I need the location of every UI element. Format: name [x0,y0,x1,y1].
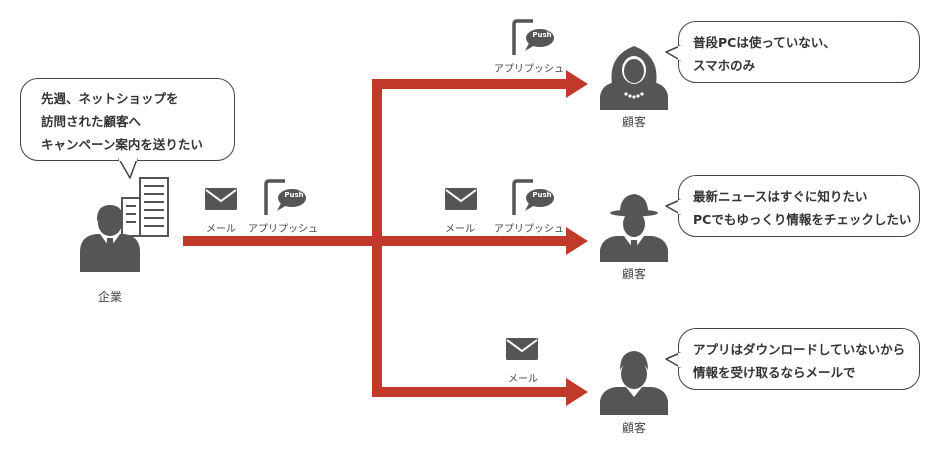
arrowhead-middle [566,227,588,255]
mail-label: メール [508,374,538,385]
man-with-hat-customer-icon [600,194,668,262]
customer-label: 顧客 [622,421,647,435]
bubble-text-line: 最新ニュースはすぐに知りたい [693,189,868,204]
customer3-speech-bubble: アプリはダウンロードしていないから 情報を受け取るならメールで [678,328,920,390]
branch-line-bottom [372,387,568,397]
main-trunk-line [183,236,377,246]
bubble-tail [665,45,681,61]
push-badge-text: Push [532,191,552,199]
flow-arrows [183,70,588,406]
bubble-text-line: スマホのみ [693,58,756,73]
bubble-tail [118,158,138,179]
branch-line-middle [372,236,568,246]
push-badge-text: Push [532,31,552,39]
app-push-label: アプリプッシュ [248,224,318,235]
branch-line-top [372,79,568,89]
mail-icon [505,337,539,361]
businessman-icon [80,205,140,272]
customer1-speech-bubble: 普段PCは使っていない、 スマホのみ [678,21,920,83]
bubble-text-line: アプリはダウンロードしていないから [693,342,906,357]
bubble-text-line: 普段PCは使っていない、 [693,35,836,50]
bubble-text-line: キャンペーン案内を送りたい [41,137,203,152]
bubble-tail [665,352,681,368]
bubble-text-line: 先週、ネットショップを [41,91,179,106]
arrowhead-bottom [566,378,588,406]
bubble-text-line: 情報を受け取るならメールで [693,365,856,380]
company-label: 企業 [98,290,123,304]
push-badge-text: Push [284,191,304,199]
mail-label: メール [445,224,475,235]
bubble-tail [665,199,681,215]
company-speech-bubble: 先週、ネットショップを 訪問された顧客へ キャンペーン案内を送りたい [20,78,235,161]
woman-customer-icon [600,46,668,110]
mail-icon [444,187,478,211]
customer-label: 顧客 [622,115,647,129]
app-push-label: アプリプッシュ [494,64,564,75]
arrowhead-top [566,70,588,98]
man-customer-icon [600,351,668,415]
mail-label: メール [206,224,236,235]
app-push-label: アプリプッシュ [494,224,564,235]
bubble-text-line: 訪問された顧客へ [41,114,142,129]
mail-icon [204,187,238,211]
customer-label: 顧客 [622,267,647,281]
bubble-text-line: PCでもゆっくり情報をチェックしたい [693,212,912,227]
building-icon [121,177,169,237]
customer2-speech-bubble: 最新ニュースはすぐに知りたい PCでもゆっくり情報をチェックしたい [678,175,920,237]
